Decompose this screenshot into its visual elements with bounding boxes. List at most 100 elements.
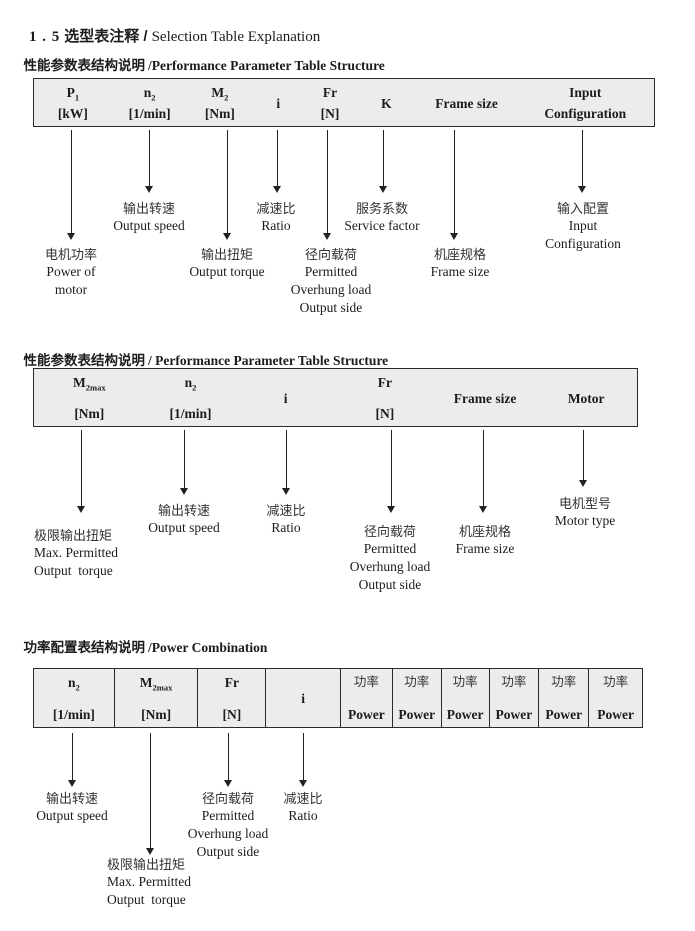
callout-line-zh: 输入配置 — [556, 201, 609, 216]
callout-service-factor: 服务系数 Service factor — [344, 200, 419, 235]
callout-line-en: Overhung load — [187, 826, 269, 841]
symbol-sub: 1 — [74, 92, 80, 103]
callout-line-en: Max. Permitted — [107, 874, 191, 889]
column-symbol: 功率 — [603, 675, 628, 690]
symbol-sub: 2 — [192, 382, 197, 393]
symbol-sub: 2 — [75, 682, 80, 693]
column-symbol: P1 — [67, 85, 80, 102]
page-title-en: Selection Table Explanation — [151, 29, 321, 45]
column-symbol: Frame size — [454, 391, 517, 406]
column-unit: [N] — [375, 406, 395, 421]
arrow-n2 — [145, 130, 153, 193]
symbol-text: 功率 — [603, 675, 629, 689]
callout-ratio: 减速比 Ratio — [266, 502, 305, 537]
symbol-text: i — [283, 390, 288, 406]
callout-line-en: Output torque — [107, 892, 186, 907]
callout-overhung-load: 径向载荷 Permitted Overhung load Output side — [291, 246, 372, 317]
callout-line-zh: 减速比 — [256, 201, 296, 216]
callout-line-en: Max. Permitted — [34, 545, 118, 560]
column-symbol: Fr — [378, 375, 392, 390]
symbol-text: Motor — [567, 390, 605, 406]
column-header-fr: Fr [N] — [304, 79, 356, 126]
callout-line-en: Service factor — [344, 218, 420, 233]
column-symbol: i — [284, 391, 288, 406]
callout-line-en: Output speed — [113, 218, 185, 233]
symbol-sub: 2 — [151, 92, 156, 103]
symbol-text: n — [67, 675, 76, 690]
section1-heading: 性能参数表结构说明/Performance Parameter Table St… — [10, 38, 385, 90]
column-header-n2: n2 [1/min] — [145, 369, 237, 426]
callout-line-zh: 极限输出扭矩 — [107, 857, 186, 872]
callout-line-en: Output speed — [36, 808, 108, 823]
arrow-m2max — [146, 733, 154, 855]
callout-line-en: Output side — [299, 300, 363, 315]
callout-max-output-torque: 极限输出扭矩 Max. Permitted Output torque — [107, 856, 191, 909]
arrow-m2max — [77, 430, 85, 513]
column-symbol: Input — [569, 85, 601, 100]
column-symbol: Fr — [225, 675, 239, 690]
symbol-sub: 2max — [152, 682, 173, 693]
symbol-text: Input — [569, 85, 602, 100]
arrow-frame-size — [450, 130, 458, 240]
column-symbol: i — [276, 96, 280, 111]
symbol-text: Frame size — [453, 390, 517, 406]
column-header-power-6: 功率 Power — [589, 669, 642, 727]
callout-line-zh: 服务系数 — [355, 201, 408, 216]
callout-frame-size: 机座规格 Frame size — [431, 246, 490, 281]
callout-line-zh: 电机功率 — [44, 247, 98, 262]
symbol-text: M — [139, 675, 153, 690]
callout-line-zh: 机座规格 — [433, 247, 487, 262]
arrow-p1 — [67, 130, 75, 240]
callout-line-en: Configuration — [545, 236, 621, 251]
column-symbol: K — [381, 96, 392, 111]
column-unit: Power — [348, 707, 385, 722]
callout-line-zh: 减速比 — [266, 503, 306, 518]
callout-line-en: Permitted — [201, 808, 255, 823]
column-symbol: Frame size — [435, 96, 498, 111]
callout-line-en: Ratio — [271, 520, 301, 535]
callout-line-en: Frame size — [455, 541, 515, 556]
column-header-power-5: 功率 Power — [539, 669, 590, 727]
column-header-fr: Fr [N] — [335, 369, 435, 426]
column-header-m2max: M2max [Nm] — [115, 669, 199, 727]
column-unit: [1/min] — [169, 406, 212, 421]
arrow-n2 — [180, 430, 188, 495]
callout-line-zh: 径向载荷 — [363, 524, 417, 539]
column-header-power-3: 功率 Power — [442, 669, 490, 727]
callout-line-en: Ratio — [261, 218, 291, 233]
column-header-n2: n2 [1/min] — [112, 79, 188, 126]
column-unit: Power — [446, 707, 484, 722]
callout-line-zh: 电机型号 — [558, 496, 611, 511]
section1-heading-zh: 性能参数表结构说明 — [23, 58, 146, 73]
arrow-motor — [579, 430, 587, 487]
section2-heading: 性能参数表结构说明/ Performance Parameter Table S… — [10, 333, 389, 385]
column-symbol: M2max — [73, 375, 106, 392]
column-header-power-2: 功率 Power — [393, 669, 442, 727]
arrow-i — [299, 733, 307, 787]
section2-heading-zh: 性能参数表结构说明 — [23, 353, 146, 368]
page-title-zh: 选型表注释 / — [64, 28, 148, 45]
column-header-m2max: M2max [Nm] — [34, 369, 145, 426]
column-symbol: 功率 — [453, 675, 478, 690]
column-symbol: 功率 — [501, 675, 526, 690]
column-unit: Power — [495, 707, 533, 722]
column-header-i: i — [266, 669, 341, 727]
symbol-text: Fr — [224, 675, 239, 690]
callout-output-speed: 输出转速 Output speed — [36, 790, 108, 825]
callout-line-zh: 减速比 — [283, 791, 323, 806]
callout-max-output-torque: 极限输出扭矩 Max. Permitted Output torque — [34, 527, 118, 580]
symbol-text: Fr — [377, 375, 392, 390]
column-unit: Power — [597, 707, 634, 722]
callout-line-en: Ratio — [288, 808, 318, 823]
column-symbol: n2 — [185, 375, 197, 392]
callout-output-speed: 输出转速 Output speed — [148, 502, 220, 537]
column-unit: [Nm] — [141, 707, 172, 722]
callout-line-zh: 机座规格 — [458, 524, 512, 539]
callout-line-zh: 极限输出扭矩 — [34, 528, 113, 543]
section-number: 1 . 5 — [29, 29, 61, 45]
power-combination-table-header: n2 [1/min] M2max [Nm] Fr [N] i 功率 Power … — [33, 668, 643, 728]
callout-line-en: Output torque — [34, 563, 113, 578]
callout-line-en: Input — [568, 218, 598, 233]
column-unit: [1/min] — [52, 707, 95, 722]
column-header-p1: P1 [kW] — [34, 79, 112, 126]
